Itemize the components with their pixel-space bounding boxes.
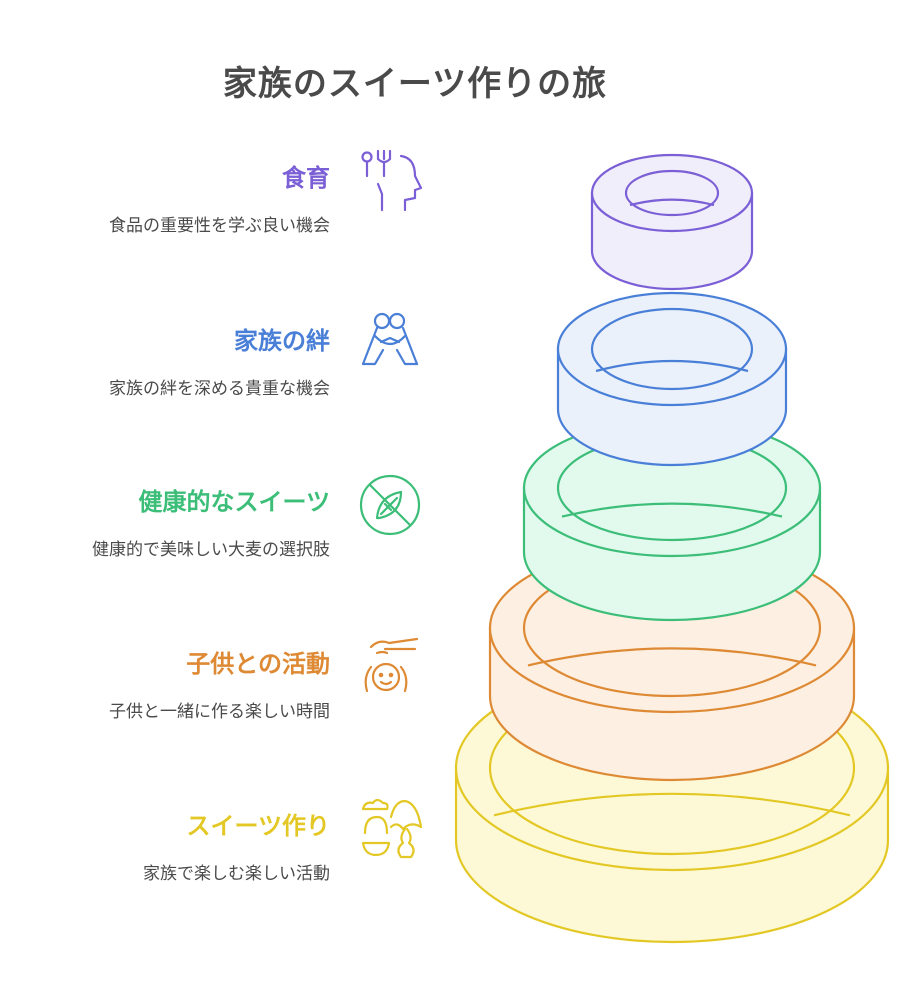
ring-food-education: [592, 155, 752, 289]
ring-hole: [626, 171, 718, 215]
ring-hole: [592, 309, 752, 389]
ring-family-bond: [558, 293, 786, 465]
